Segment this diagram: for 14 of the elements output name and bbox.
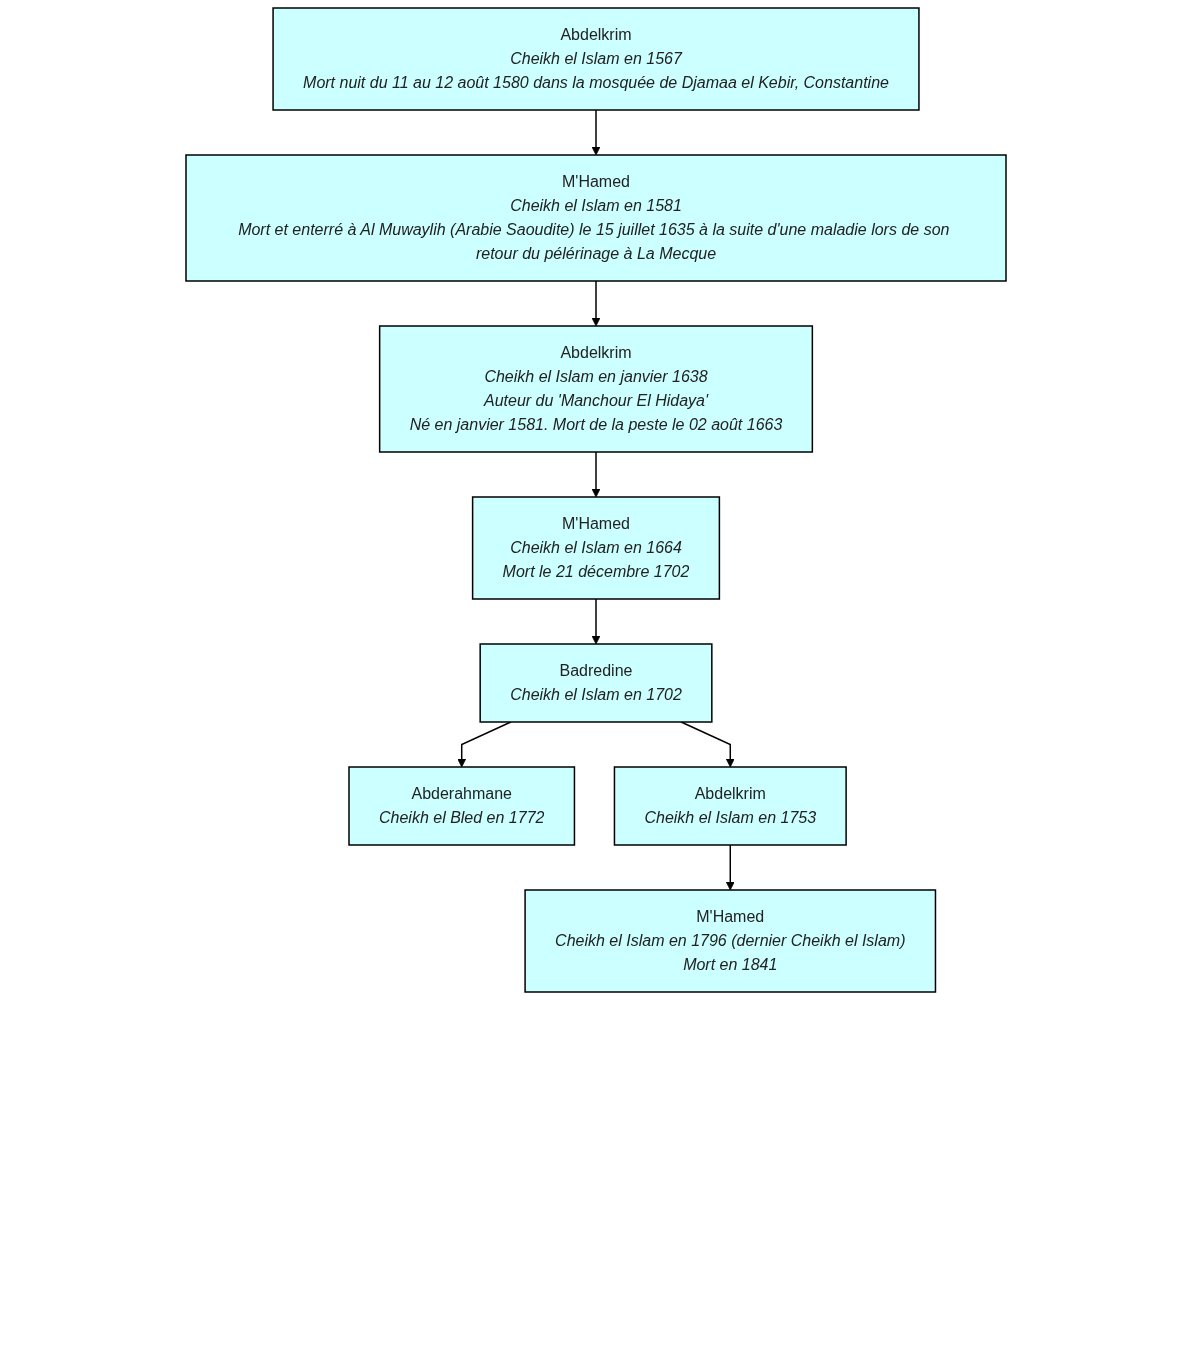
node-box: Badredine Cheikh el Islam en 1702 [478, 643, 713, 723]
node-box: Abderahmane Cheikh el Bled en 1772 [347, 766, 575, 846]
node-box: M'Hamed Cheikh el Islam en 1796 (dernier Cheikh el Islam) Mort en 1841 [523, 889, 936, 993]
arrow [591, 598, 600, 645]
node-box: M'Hamed Cheikh el Islam en 1664 Mort le 21 décembre 1702 [471, 496, 720, 600]
arrow [591, 109, 600, 156]
arrow [456, 721, 512, 768]
node-box: M'Hamed Cheikh el Islam en 1581 Mort et enterré à Al Muwaylih (Arabie Saoudite) le 15 juillet 1635 à la suite d'une maladie lors de son retour du pélérinage à La Mecque [184, 154, 1007, 282]
node-box: Abdelkrim Cheikh el Islam en janvier 1638 Auteur du 'Manchour El Hidaya' Né en janvier 1581. Mort de la peste le 02 août 1663 [378, 325, 813, 453]
node-box: Abdelkrim Cheikh el Islam en 1567 Mort nuit du 11 au 12 août 1580 dans la mosquée de Djamaa el Kebir, Constantine [271, 7, 920, 111]
arrow [725, 844, 735, 891]
node-box: Abdelkrim Cheikh el Islam en 1753 [613, 766, 847, 846]
arrow [591, 280, 600, 327]
arrow [591, 451, 600, 498]
